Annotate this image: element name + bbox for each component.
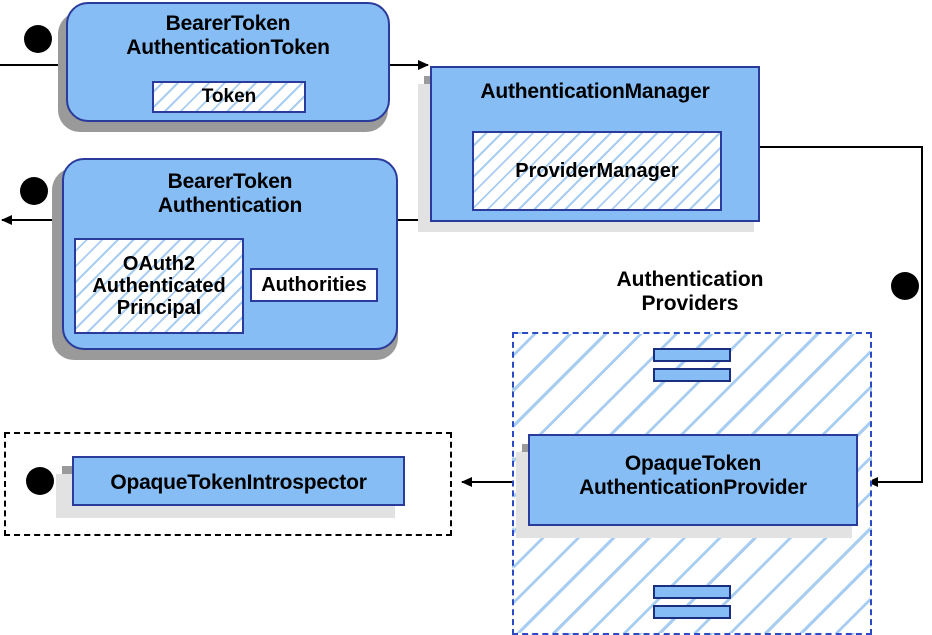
bearer-token-authentication-title: BearerToken Authentication xyxy=(157,170,303,217)
arrow-manager-to-provider xyxy=(760,146,923,487)
provider-stub-bottom-bar-1 xyxy=(653,585,731,599)
field-token-label: Token xyxy=(201,85,257,107)
provider-stub-bottom-bar-2 xyxy=(653,605,731,619)
marker-3: ❸ xyxy=(26,467,54,495)
opaque-token-introspector-title: OpaqueTokenIntrospector xyxy=(110,471,367,494)
field-oauth2-authenticated-principal: OAuth2 Authenticated Principal xyxy=(74,238,244,334)
node-bearer-token-authentication-token[interactable]: BearerToken AuthenticationToken Token xyxy=(66,2,390,122)
principal-line-3: Principal xyxy=(116,297,202,319)
node-opaque-token-authentication-provider[interactable]: OpaqueToken AuthenticationProvider xyxy=(528,434,858,526)
provider-stub-top-bar-2 xyxy=(653,368,731,382)
node-bearer-token-authentication[interactable]: BearerToken Authentication OAuth2 Authen… xyxy=(62,158,398,350)
provider-stub-top-bar-1 xyxy=(653,348,731,362)
marker-3-label: ❸ xyxy=(27,465,53,496)
principal-line-1: OAuth2 xyxy=(122,253,196,275)
opaque-token-authentication-provider-title: OpaqueToken AuthenticationProvider xyxy=(579,452,807,499)
marker-2: ❷ xyxy=(891,272,919,300)
authentication-providers-label: Authentication Providers xyxy=(616,268,764,315)
marker-1: ❶ xyxy=(24,25,52,53)
bearer-token-authentication-token-title: BearerToken AuthenticationToken xyxy=(126,12,330,59)
field-token: Token xyxy=(152,81,306,113)
authentication-manager-title: AuthenticationManager xyxy=(480,80,710,103)
marker-4-label: ❹ xyxy=(21,175,47,206)
marker-2-label: ❷ xyxy=(892,270,918,301)
marker-4: ❹ xyxy=(20,177,48,205)
field-authorities-label: Authorities xyxy=(261,274,367,296)
node-opaque-token-introspector[interactable]: OpaqueTokenIntrospector xyxy=(72,456,405,506)
marker-1-label: ❶ xyxy=(25,23,51,54)
group-opaque-token-introspector xyxy=(4,432,452,536)
field-authorities: Authorities xyxy=(250,268,378,302)
field-provider-manager-label: ProviderManager xyxy=(515,160,679,182)
principal-line-2: Authenticated xyxy=(92,275,226,297)
field-provider-manager: ProviderManager xyxy=(472,131,722,211)
node-authentication-manager[interactable]: AuthenticationManager ProviderManager xyxy=(430,66,760,222)
